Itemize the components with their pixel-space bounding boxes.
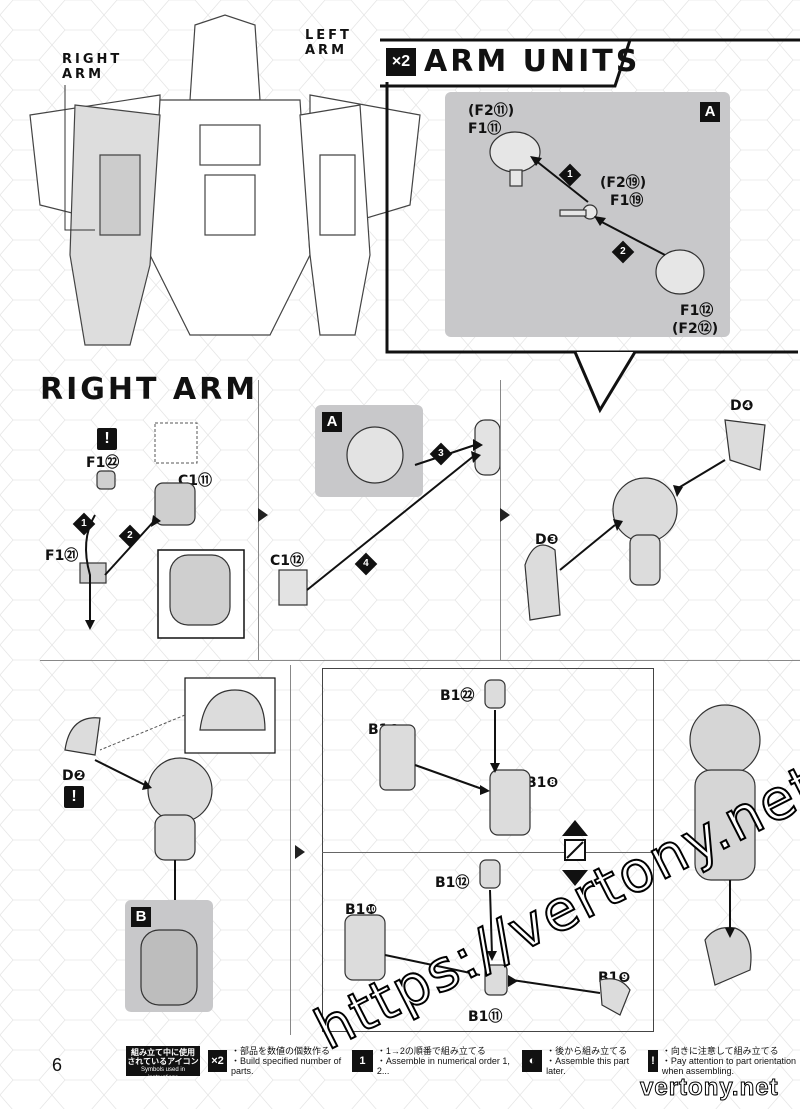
divider-row xyxy=(40,660,800,661)
hand-parts-drawing xyxy=(344,679,631,1016)
step-order-icon: 1 xyxy=(352,1050,373,1072)
robot-overview-illustration xyxy=(29,14,421,346)
legend-item-0-en: ・Build specified number of parts. xyxy=(231,1056,342,1076)
label-f1-19: F1⑲ xyxy=(610,193,644,209)
legend-item-multiply: ×2 ・部品を数値の個数作る・Build specified number of… xyxy=(208,1046,348,1076)
box-letter-b: B xyxy=(131,907,151,927)
legend-item-order: 1 ・1→2の順番で組み立てる・Assemble in numerical or… xyxy=(352,1046,517,1076)
label-b1-12: B1⑫ xyxy=(435,875,470,891)
panel2-parts-drawing xyxy=(278,419,500,606)
legend-item-3-jp: ・向きに注意して組み立てる xyxy=(661,1046,779,1056)
legend-item-2-jp: ・後から組み立てる xyxy=(546,1046,628,1056)
multiplier-badge: ×2 xyxy=(386,48,416,76)
subassembly-b-panel xyxy=(125,900,213,1012)
arm-units-header: ×2 ARM UNITS xyxy=(380,38,800,88)
d2-orientation-warning-icon: ! xyxy=(64,786,84,808)
completed-right-arm-illustration xyxy=(689,704,761,986)
legend-item-2-en: ・Assemble this part later. xyxy=(546,1056,630,1076)
label-f2-19: (F2⑲) xyxy=(600,175,647,191)
label-f1-22: F1㉒ xyxy=(86,455,120,471)
hand-variant-divider xyxy=(322,852,652,853)
next-arrow-1 xyxy=(258,508,268,522)
orientation-icon: ! xyxy=(648,1050,658,1072)
panel1-parts-drawing xyxy=(79,422,245,639)
label-f1-12: F1⑫ xyxy=(680,303,714,319)
label-d4: D❹ xyxy=(730,398,754,414)
left-arm-callout-label: LEFT ARM xyxy=(305,28,352,58)
swap-option-icon xyxy=(562,820,588,886)
hand-assembly-frame xyxy=(322,668,654,1032)
page-number: 6 xyxy=(52,1055,63,1075)
label-d2: D❷ xyxy=(62,768,86,784)
panel4-parts-drawing xyxy=(64,677,276,930)
orientation-warning-icon: ! xyxy=(97,428,117,450)
legend-header-en: Symbols used in instructions xyxy=(140,1067,186,1081)
label-b1-8: B1❽ xyxy=(526,775,559,791)
label-d3: D❸ xyxy=(535,532,559,548)
legend-item-1-en: ・Assemble in numerical order 1, 2... xyxy=(376,1056,510,1076)
arm-units-title: ARM UNITS xyxy=(424,44,641,79)
corner-watermark: vertony.net xyxy=(640,1074,779,1102)
next-arrow-3 xyxy=(295,845,305,859)
divider-3 xyxy=(290,665,291,1035)
right-arm-callout-label: RIGHT ARM xyxy=(62,52,123,82)
panel3-parts-drawing xyxy=(524,419,766,621)
right-arm-title: RIGHT ARM xyxy=(40,372,259,407)
assemble-later-icon: ◐ xyxy=(522,1050,543,1072)
legend-item-orientation: ! ・向きに注意して組み立てる・Pay attention to part or… xyxy=(648,1046,796,1076)
label-b1-11: B1⑪ xyxy=(468,1009,503,1025)
arm-units-frame xyxy=(385,82,798,414)
label-f2-11: (F2⑪) xyxy=(468,103,515,119)
arm-units-parts-drawing xyxy=(489,131,705,295)
legend-item-1-jp: ・1→2の順番で組み立てる xyxy=(376,1046,486,1056)
multiply-icon: ×2 xyxy=(208,1050,228,1072)
label-f2-12: (F2⑫) xyxy=(672,321,719,337)
legend-header: 組み立て中に使用 されているアイコン Symbols used in instr… xyxy=(126,1046,200,1081)
label-b1-10: B1❿ xyxy=(345,902,378,918)
legend-item-3-en: ・Pay attention to part orientation when … xyxy=(661,1056,796,1076)
legend-header-jp: 組み立て中に使用 されているアイコン xyxy=(127,1048,199,1066)
label-f1-11: F1⑪ xyxy=(468,121,502,137)
legend-item-0-jp: ・部品を数値の個数作る xyxy=(231,1046,331,1056)
panel-letter-a: A xyxy=(700,102,720,122)
box-letter-a: A xyxy=(322,412,342,432)
right-arm-leader-line xyxy=(64,85,95,231)
label-b1-22: B1㉒ xyxy=(440,688,475,704)
next-arrow-2 xyxy=(500,508,510,522)
label-f1-21: F1㉑ xyxy=(45,548,79,564)
legend-item-later: ◐ ・後から組み立てる・Assemble this part later. xyxy=(522,1046,642,1076)
label-c1-12: C1⑫ xyxy=(270,553,305,569)
